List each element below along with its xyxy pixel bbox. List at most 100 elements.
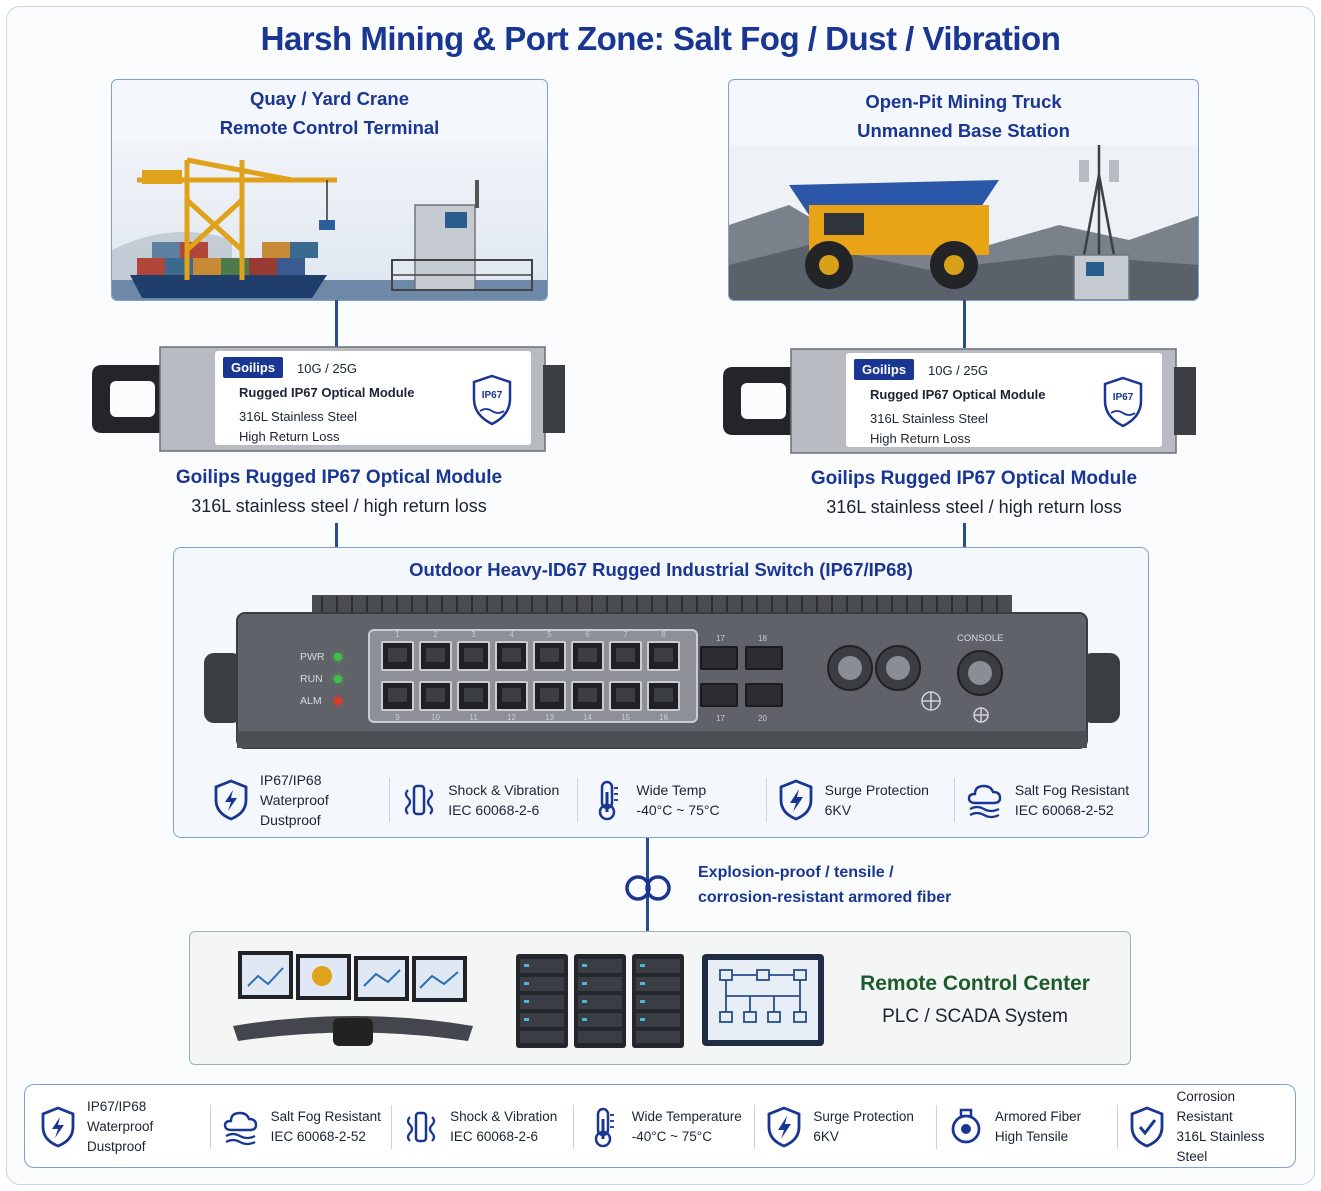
feature-divider — [953, 778, 955, 822]
rj45-port[interactable] — [609, 641, 642, 671]
crane-title-line2: Remote Control Terminal — [219, 117, 440, 138]
rj45-port-cavity — [388, 688, 407, 702]
feature-line: Shock & Vibration — [450, 1109, 558, 1124]
rj45-port-cavity — [578, 688, 597, 702]
rj45-port-cavity — [502, 688, 521, 702]
feature-line: Waterproof — [87, 1119, 154, 1134]
sfp-num-20: 20 — [758, 714, 767, 723]
rj45-port-cavity — [616, 688, 635, 702]
rj45-port-cavity — [540, 648, 559, 662]
port-number: 16 — [659, 713, 668, 722]
industrial-switch-card: Outdoor Heavy-ID67 Rugged Industrial Swi… — [173, 547, 1149, 838]
module-line1: Rugged IP67 Optical Module — [239, 385, 415, 400]
feature-line: 6KV — [824, 802, 852, 818]
sfp-port[interactable] — [700, 646, 738, 670]
feature-line: Dustproof — [87, 1139, 146, 1154]
crane-title-line1: Quay / Yard Crane — [249, 88, 410, 109]
cell-tower — [1082, 145, 1116, 256]
module-label-left: Goilips Rugged IP67 Optical Module — [175, 467, 503, 488]
port-number: 13 — [545, 713, 554, 722]
mining-truck — [789, 180, 999, 289]
rj45-port-cavity — [464, 688, 483, 702]
rj45-port[interactable] — [381, 641, 414, 671]
rj45-port[interactable] — [419, 641, 452, 671]
status-led — [334, 653, 342, 661]
ip67-badge-icon: IP67 — [1103, 376, 1143, 428]
port-number: 1 — [395, 630, 400, 639]
feature-line: IP67/IP68 — [260, 772, 322, 788]
module-line3: High Return Loss — [239, 429, 340, 444]
connector-left-top — [335, 300, 338, 347]
feature-divider — [577, 778, 579, 822]
mining-truck-illustration — [729, 145, 1198, 300]
feature-divider — [209, 1105, 211, 1149]
control-center-title: Remote Control Center — [860, 972, 1090, 995]
led-label-run: RUN — [300, 673, 323, 685]
led-pwr: PWR — [300, 646, 342, 668]
thermometer-icon — [584, 1105, 622, 1149]
optical-module-left: Goilips 10G / 25G Rugged IP67 Optical Mo… — [88, 345, 570, 453]
ip67-badge-icon: IP67 — [472, 374, 512, 426]
surge-shield-icon — [777, 778, 815, 822]
rj45-port[interactable] — [571, 681, 604, 711]
module-line3: High Return Loss — [870, 431, 971, 446]
rj45-port-cavity — [654, 648, 673, 662]
sfp-port[interactable] — [700, 683, 738, 707]
port-number: 7 — [623, 630, 628, 639]
feature-line: Corrosion Resistant — [1176, 1089, 1235, 1124]
feature-line: Salt Fog Resistant — [270, 1109, 381, 1124]
sfp-label-right: Goilips 10G / 25G Rugged IP67 Optical Mo… — [846, 353, 1162, 447]
rj45-port[interactable] — [457, 641, 490, 671]
rj45-port[interactable] — [571, 641, 604, 671]
rj45-port[interactable] — [457, 681, 490, 711]
feature-line: High Tensile — [994, 1129, 1069, 1144]
feature-line: Wide Temperature — [631, 1109, 742, 1124]
crane-scene-card: Quay / Yard Crane Remote Control Termina… — [111, 79, 548, 301]
feature-line: Waterproof — [260, 792, 329, 808]
rj45-port[interactable] — [381, 681, 414, 711]
feature-line: Wide Temp — [636, 782, 707, 798]
feature-text: Wide Temperature-40°C ~ 75°C — [632, 1107, 742, 1147]
fiber-description: Explosion-proof / tensile / corrosion-re… — [698, 860, 951, 910]
port-number: 14 — [583, 713, 592, 722]
sfp-port[interactable] — [745, 683, 783, 707]
crane-scene-title: Quay / Yard Crane Remote Control Termina… — [112, 84, 547, 142]
rj45-port-row-top — [381, 641, 680, 671]
rj45-port[interactable] — [495, 641, 528, 671]
rj45-port[interactable] — [419, 681, 452, 711]
fiber-line2: corrosion-resistant armored fiber — [698, 889, 952, 906]
rj45-port[interactable] — [533, 641, 566, 671]
sfp-num-17: 17 — [716, 634, 725, 643]
salt-fog-icon — [221, 1105, 261, 1149]
port-number: 11 — [469, 713, 478, 722]
sfp-num-18: 18 — [758, 634, 767, 643]
rj45-port[interactable] — [647, 641, 680, 671]
rj45-port[interactable] — [609, 681, 642, 711]
feature-divider — [1117, 1105, 1119, 1149]
feature-text: Wide Temp-40°C ~ 75°C — [636, 780, 719, 820]
shield-bolt-icon — [39, 1105, 77, 1149]
console-label: CONSOLE — [957, 633, 1004, 644]
connector-right-top — [963, 300, 966, 348]
feature-item: Wide Temp-40°C ~ 75°C — [588, 778, 755, 822]
fiber-line1: Explosion-proof / tensile / — [698, 864, 894, 881]
rj45-port[interactable] — [495, 681, 528, 711]
rj45-port[interactable] — [647, 681, 680, 711]
sfp-port[interactable] — [745, 646, 783, 670]
rj45-port-row-bottom — [381, 681, 680, 711]
feature-divider — [389, 778, 391, 822]
rj45-port[interactable] — [533, 681, 566, 711]
port-number: 10 — [431, 713, 440, 722]
mining-scene-card: Open-Pit Mining Truck Unmanned Base Stat… — [728, 79, 1199, 301]
